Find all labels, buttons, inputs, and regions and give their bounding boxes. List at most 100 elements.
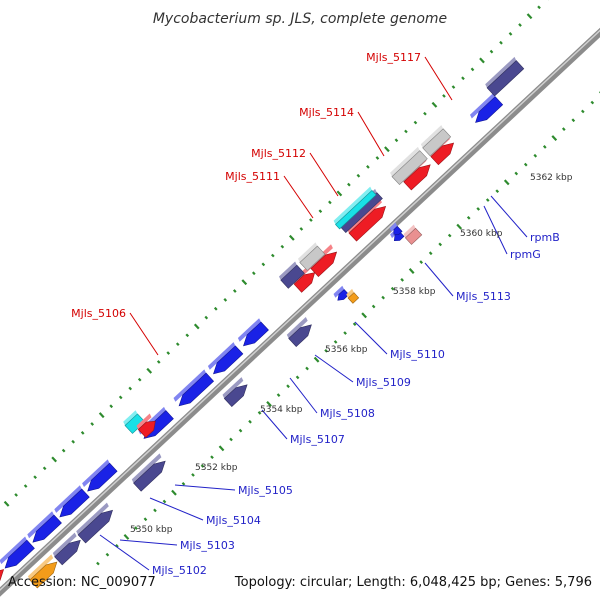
tick-mark (115, 544, 119, 548)
tick-mark (590, 100, 595, 105)
tick-mark (128, 386, 133, 391)
callout-line (261, 409, 288, 440)
tick-mark (561, 127, 566, 131)
tick-mark (137, 377, 142, 382)
tick-mark (288, 234, 295, 241)
tick-mark (366, 165, 370, 169)
tick-mark (413, 120, 418, 125)
gene-features (0, 56, 525, 589)
gene-label[interactable]: Mjls_5105 (238, 484, 293, 497)
tick-mark (390, 286, 395, 291)
gene-label[interactable]: Mjls_5109 (356, 376, 411, 389)
tick-mark (153, 508, 157, 513)
tick-mark (271, 253, 275, 258)
tick-mark (193, 323, 200, 330)
tick-mark (200, 464, 205, 468)
gene-label[interactable]: Mjls_5103 (180, 539, 235, 552)
gene-label[interactable]: Mjls_5106 (71, 307, 126, 320)
gene-label[interactable]: Mjls_5102 (152, 564, 207, 577)
tick-mark (229, 437, 233, 442)
kbp-label: 5358 kbp (393, 287, 436, 297)
tick-mark (218, 445, 225, 452)
tick-mark (143, 517, 148, 522)
gene-label[interactable]: Mjls_5114 (299, 106, 354, 119)
tick-mark (580, 109, 585, 114)
gene-feature-Mjls_5102c (0, 536, 35, 569)
gene-feature-Mjls_far2 (485, 56, 525, 97)
gene-feature-Mjls_5111b (279, 261, 305, 289)
tick-mark (489, 49, 494, 54)
gene-feature-Mjls_5108b (222, 377, 248, 408)
callout-line (357, 111, 385, 157)
tick-mark (3, 500, 10, 507)
tick-mark (191, 473, 195, 477)
tick-mark (90, 422, 95, 426)
tick-mark (442, 94, 446, 98)
tick-mark (324, 348, 328, 353)
tick-mark (518, 23, 522, 27)
tick-mark (508, 32, 513, 36)
tick-mark (98, 412, 105, 419)
tick-mark (313, 356, 320, 363)
gene-label[interactable]: Mjls_5110 (390, 348, 445, 361)
gene-feature-rpmB (389, 222, 403, 236)
tick-mark (419, 260, 424, 264)
gene-feature-Mjls_5117d (420, 125, 452, 157)
tick-mark (123, 534, 130, 540)
tick-mark (526, 13, 533, 20)
gene-label[interactable]: rpmB (530, 231, 560, 244)
kbp-label: 5352 kbp (195, 463, 238, 473)
tick-mark (232, 289, 237, 293)
tick-mark (286, 384, 290, 389)
gene-label[interactable]: Mjls_5111 (225, 170, 280, 183)
tick-mark (499, 40, 503, 45)
tick-mark (305, 366, 309, 371)
kbp-label: 5362 kbp (530, 173, 573, 183)
gene-label[interactable]: Mjls_5107 (290, 433, 345, 446)
tick-mark (438, 242, 443, 247)
gene-feature-Mjls_5110b (286, 317, 312, 348)
tick-mark (466, 215, 471, 220)
gene-label[interactable]: rpmG (510, 248, 541, 261)
gene-feature-Mjls_5106b (136, 413, 156, 438)
tick-mark (204, 315, 209, 320)
tick-mark (347, 182, 351, 187)
tick-mark (479, 57, 485, 64)
tick-mark (533, 153, 538, 158)
callout-line (99, 534, 150, 571)
tick-mark (248, 419, 252, 424)
tick-mark (146, 367, 153, 374)
callout-line (424, 56, 453, 101)
gene-label[interactable]: Mjls_5117 (366, 51, 421, 64)
tick-mark (171, 489, 177, 496)
gene-label[interactable]: Mjls_5104 (206, 514, 261, 527)
tick-mark (343, 331, 347, 335)
tick-mark (384, 146, 390, 153)
tick-mark (451, 85, 456, 89)
tick-mark (118, 395, 123, 400)
tick-mark (336, 190, 343, 197)
tick-mark (280, 244, 285, 249)
tick-mark (523, 162, 528, 167)
tick-mark (318, 209, 323, 214)
tick-mark (185, 333, 190, 338)
accession-text: Accession: NC_009077 (8, 575, 156, 590)
tick-mark (23, 484, 28, 488)
topology-text: Topology: circular; Length: 6,048,425 bp… (234, 575, 592, 590)
tick-mark (261, 262, 266, 267)
tick-mark (71, 439, 75, 444)
gene-label[interactable]: Mjls_5108 (320, 407, 375, 420)
gene-label[interactable]: Mjls_5113 (456, 290, 511, 303)
tick-mark (181, 481, 186, 486)
tick-mark (423, 111, 427, 116)
gene-feature-Mjls_edge (0, 569, 5, 581)
tick-mark (238, 428, 243, 433)
tick-mark (371, 304, 376, 309)
gene-label[interactable]: Mjls_5112 (251, 147, 306, 160)
gene-feature-Mjls_5114c (333, 186, 377, 230)
tick-mark (514, 171, 519, 176)
tick-mark (381, 295, 385, 300)
